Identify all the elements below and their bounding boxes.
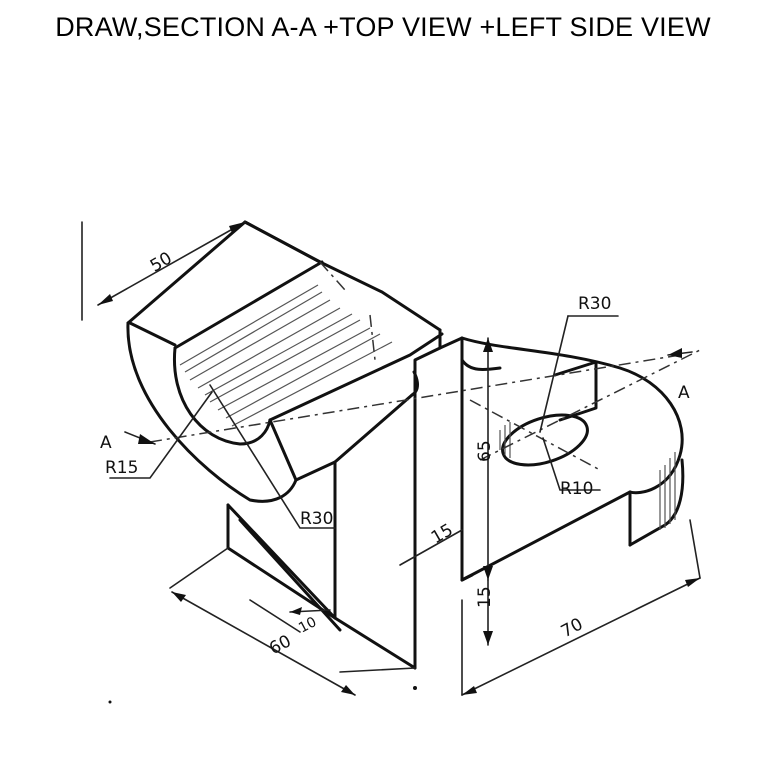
wall-top-cap xyxy=(438,336,464,350)
dim-r10-text: R10 xyxy=(560,479,593,499)
dim-65-arrow-a xyxy=(483,338,493,352)
dim-60-text: 60 xyxy=(266,631,294,659)
vertical-wall xyxy=(226,328,464,670)
dim-70-ext xyxy=(461,519,701,696)
u-block-front-lower xyxy=(294,393,414,482)
u-block-hidden-line xyxy=(319,261,376,361)
dim-50-line xyxy=(97,221,246,306)
u-block-cut-top-right xyxy=(268,332,444,422)
dim-60-line xyxy=(171,591,356,696)
u-block-inner-arc xyxy=(172,346,272,446)
boss-top-arc xyxy=(460,336,684,495)
dim-10-arrow xyxy=(290,607,302,615)
rib-diagonal-2 xyxy=(238,518,342,632)
boss-top-left-arc xyxy=(460,358,502,372)
dim-50-arrow-b xyxy=(229,222,245,233)
round-boss xyxy=(460,336,701,582)
u-block xyxy=(126,220,444,503)
boss-side-shading xyxy=(659,452,676,530)
wall-front-right-edge xyxy=(413,328,442,670)
marker-dot-2 xyxy=(108,700,112,704)
dim-15-low-text: 15 xyxy=(475,586,495,608)
u-block-top-left-edge xyxy=(128,321,177,347)
dim-70-arrow-a xyxy=(462,686,477,695)
drawing-title: DRAW,SECTION A-A +TOP VIEW +LEFT SIDE VI… xyxy=(55,12,711,42)
section-label-right: A xyxy=(678,383,690,403)
dim-15-mid-text: 15 xyxy=(428,520,457,548)
section-arrow-right-head xyxy=(668,348,682,358)
dim-r30-left-text: R30 xyxy=(300,509,333,529)
section-arrow-left-head xyxy=(138,434,155,444)
dim-50-text: 50 xyxy=(147,248,176,276)
u-block-front-side xyxy=(268,418,298,482)
dim-r15-text: R15 xyxy=(105,458,138,478)
dim-50-arrow-a xyxy=(98,294,113,305)
dim-65-arrow-b xyxy=(483,566,493,580)
dim-r10-leader xyxy=(542,437,601,491)
dim-r30-top-leader xyxy=(539,315,569,433)
u-block-cut-shading xyxy=(179,284,393,427)
dim-60-arrow-a xyxy=(172,592,186,602)
boss-notch xyxy=(460,573,474,582)
section-label-left: A xyxy=(100,433,112,453)
marker-dot xyxy=(413,686,417,690)
u-block-front-arc xyxy=(126,321,298,503)
dim-60-ext-b xyxy=(339,667,416,673)
dim-15-low-arrow xyxy=(483,631,493,645)
dim-60-ext-a xyxy=(169,547,229,589)
dim-15-mid-line xyxy=(399,529,463,566)
dim-10-text: 10 xyxy=(296,614,319,636)
u-block-top-ridge xyxy=(243,220,322,264)
boss-center-line xyxy=(479,349,701,461)
dim-60-arrow-b xyxy=(341,685,355,695)
base-bottom-edge xyxy=(226,503,417,670)
dim-r30-left-leader xyxy=(209,384,336,529)
section-cut-plane xyxy=(149,354,681,443)
dim-70-text: 70 xyxy=(558,614,586,642)
boss-front-edge xyxy=(460,490,632,582)
dimension-annotations: 50 R30 R10 R15 R30 65 15 15 60 xyxy=(81,221,701,704)
dim-70-arrow-b xyxy=(685,578,700,587)
dim-r30-top-text: R30 xyxy=(578,294,611,314)
rib-diagonal xyxy=(226,503,337,620)
boss-hole xyxy=(501,413,589,467)
section-line: A A xyxy=(100,348,693,453)
dim-70-line xyxy=(461,577,701,696)
hole-shading xyxy=(499,422,511,458)
dim-65-text: 65 xyxy=(475,440,495,462)
u-block-cut-top-left xyxy=(173,260,324,350)
boss-slot xyxy=(553,360,598,422)
dim-r15-leader xyxy=(109,391,213,479)
